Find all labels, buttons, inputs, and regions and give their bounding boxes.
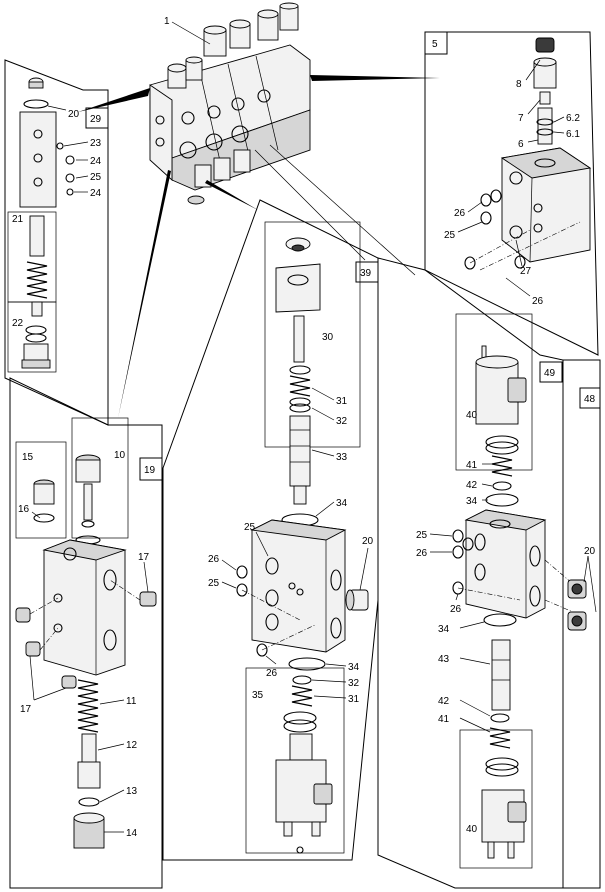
pointer-wedges xyxy=(78,75,440,418)
callout-20-box29: 20 xyxy=(68,109,80,120)
callout-41-lower: 41 xyxy=(438,714,450,725)
callout-23: 23 xyxy=(90,138,102,149)
callout-33: 33 xyxy=(336,452,348,463)
box-19: 19 xyxy=(9,377,163,889)
callout-41-upper: 41 xyxy=(466,460,478,471)
callout-43: 43 xyxy=(438,654,450,665)
callout-17-right: 17 xyxy=(138,552,150,563)
callout-6: 6 xyxy=(518,139,524,150)
callout-25-box49: 25 xyxy=(416,530,428,541)
callout-25-box39-a: 25 xyxy=(244,522,256,533)
box-49: 49 xyxy=(377,257,581,889)
callout-10: 10 xyxy=(114,450,126,461)
callout-32-upper: 32 xyxy=(336,416,348,427)
callout-17-left: 17 xyxy=(20,704,32,715)
callout-31-lower: 31 xyxy=(348,694,360,705)
callout-40-lower: 40 xyxy=(466,824,478,835)
callout-27: 27 xyxy=(520,266,532,277)
main-valve-assembly xyxy=(149,2,311,205)
box-5: 5 8 7 6.2 6.1 6 xyxy=(424,31,599,356)
callout-6-2: 6.2 xyxy=(566,113,580,124)
callout-31-upper: 31 xyxy=(336,396,348,407)
callout-26-box49-a: 26 xyxy=(416,548,428,559)
callout-34-lower: 34 xyxy=(348,662,360,673)
callout-34-upper: 34 xyxy=(336,498,348,509)
callout-16: 16 xyxy=(18,504,30,515)
callout-24-b: 24 xyxy=(90,188,102,199)
callout-11: 11 xyxy=(126,696,137,707)
callout-30: 30 xyxy=(322,332,334,343)
callout-25-box29: 25 xyxy=(90,172,102,183)
callout-7: 7 xyxy=(518,113,524,124)
callout-12: 12 xyxy=(126,740,138,751)
box-49-label: 49 xyxy=(544,368,556,379)
callout-22: 22 xyxy=(12,318,24,329)
callout-34-box49-lower: 34 xyxy=(438,624,450,635)
callout-32-lower: 32 xyxy=(348,678,360,689)
callout-24-a: 24 xyxy=(90,156,102,167)
callout-20-box48: 20 xyxy=(584,546,596,557)
callout-42-upper: 42 xyxy=(466,480,478,491)
callout-6-1: 6.1 xyxy=(566,129,580,140)
box-5-label: 5 xyxy=(432,39,438,50)
box-39: 39 xyxy=(162,199,379,861)
box-48-label: 48 xyxy=(584,394,596,405)
callout-42-lower: 42 xyxy=(438,696,450,707)
box-19-label: 19 xyxy=(144,465,156,476)
callout-15: 15 xyxy=(22,452,34,463)
callout-14: 14 xyxy=(126,828,138,839)
callout-40-upper: 40 xyxy=(466,410,478,421)
callout-13: 13 xyxy=(126,786,138,797)
box-39-label: 39 xyxy=(360,268,372,279)
callout-1: 1 xyxy=(164,16,170,27)
callout-8: 8 xyxy=(516,79,522,90)
callout-21: 21 xyxy=(12,214,24,225)
callout-20-box39: 20 xyxy=(362,536,374,547)
callout-26-box49-b: 26 xyxy=(450,604,462,615)
callout-25-box39-b: 25 xyxy=(208,578,220,589)
callout-26-box39-b: 26 xyxy=(266,668,278,679)
callout-35: 35 xyxy=(252,690,264,701)
callout-26-box39-a: 26 xyxy=(208,554,220,565)
callout-34-box49-upper: 34 xyxy=(466,496,478,507)
box-29-label: 29 xyxy=(90,114,102,125)
box-29: 29 20 23 24 25 24 xyxy=(4,59,109,426)
callout-26-box5-a: 26 xyxy=(454,208,466,219)
callout-25-box5: 25 xyxy=(444,230,456,241)
callout-26-box5-b: 26 xyxy=(532,296,544,307)
box-48: 48 20 xyxy=(562,359,601,889)
